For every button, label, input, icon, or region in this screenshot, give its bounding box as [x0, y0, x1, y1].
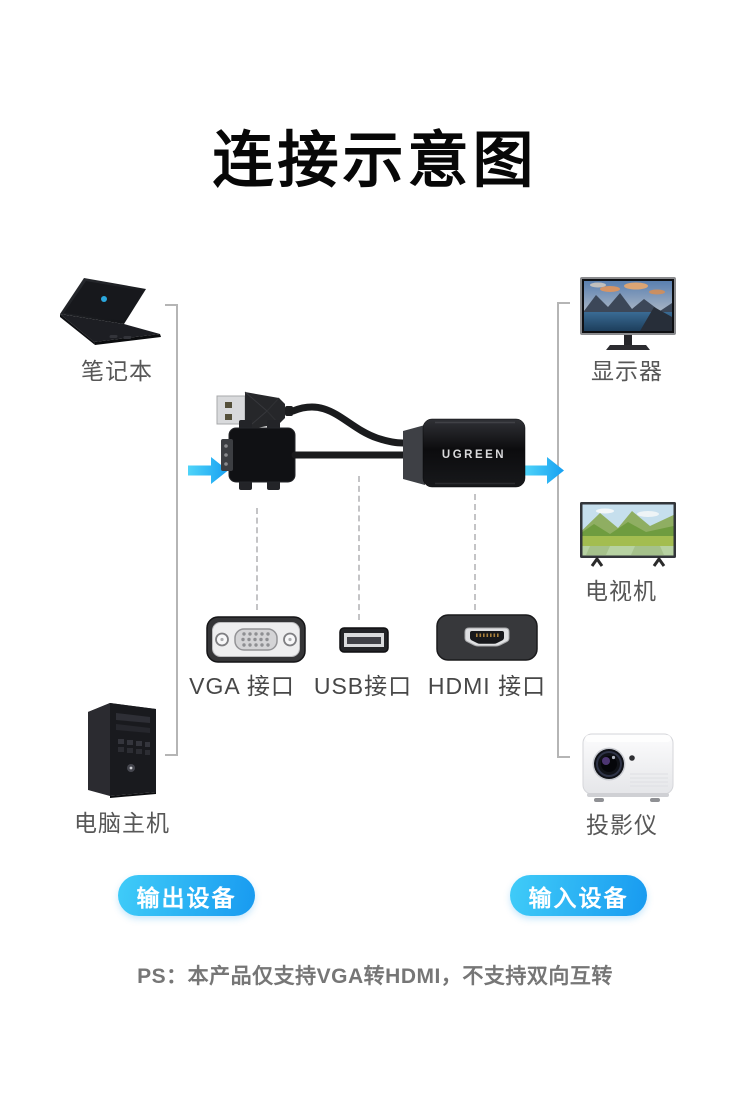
page-title: 连接示意图: [212, 126, 538, 194]
brand-text: UGREEN: [442, 449, 506, 461]
vga-port-icon: [206, 616, 306, 663]
laptop-label: 笔记本: [81, 358, 153, 384]
tv-illustration: [580, 502, 676, 572]
vga-port-label: VGA 接口: [189, 673, 295, 699]
projector-label: 投影仪: [586, 812, 658, 838]
monitor-label: 显示器: [591, 358, 663, 384]
monitor-illustration: [580, 277, 676, 353]
hdmi-dashed-line: [474, 494, 476, 610]
hdmi-port-label: HDMI 接口: [427, 673, 547, 699]
converter-box-icon: UGREEN: [403, 418, 526, 488]
vga-plug-icon: [221, 420, 296, 490]
vga-dashed-line: [256, 508, 258, 610]
desktop-tower-label: 电脑主机: [74, 810, 170, 836]
hdmi-port-icon: [436, 614, 538, 661]
ps-note: PS：本产品仅支持VGA转HDMI，不支持双向互转: [137, 965, 613, 988]
output-bracket: [165, 304, 178, 756]
input-bracket: [557, 302, 570, 758]
projector-illustration: [582, 724, 674, 806]
input-devices-badge: 输入设备: [510, 875, 647, 916]
flow-arrow-right-icon: [524, 455, 565, 486]
flow-arrow-left-icon: [188, 455, 229, 486]
usb-plug-icon: [216, 391, 293, 431]
adapter-product-illustration: UGREEN: [195, 383, 535, 515]
desktop-tower-illustration: [80, 698, 168, 802]
usb-port-label: USB接口: [313, 673, 413, 699]
tv-label: 电视机: [585, 578, 657, 604]
usb-dashed-line: [358, 476, 360, 620]
usb-port-icon: [339, 627, 389, 653]
laptop-illustration: [58, 276, 168, 350]
output-devices-badge: 输出设备: [118, 875, 255, 916]
